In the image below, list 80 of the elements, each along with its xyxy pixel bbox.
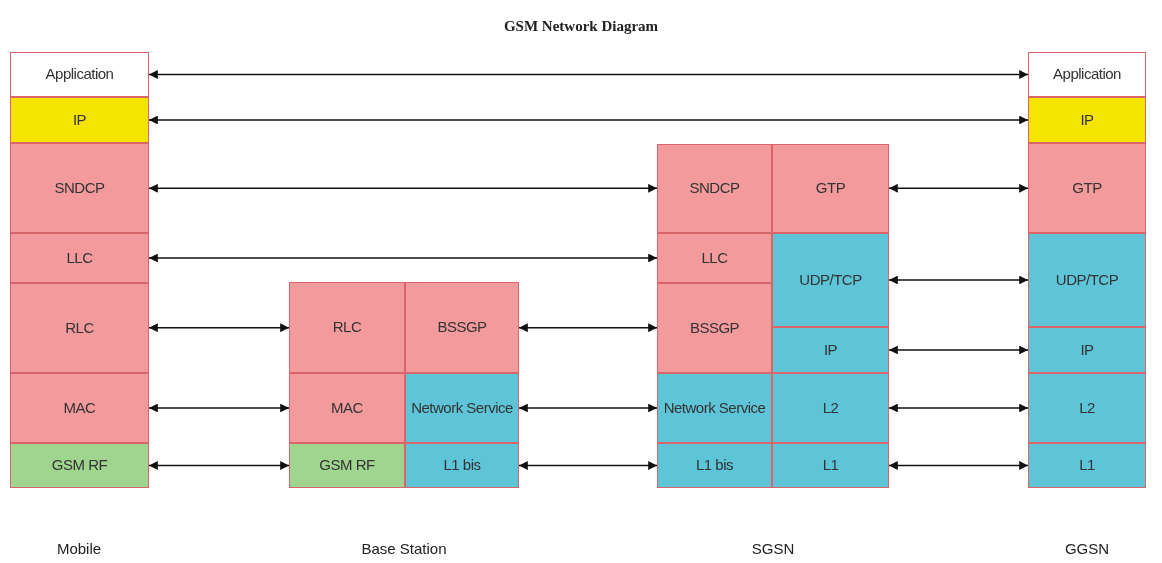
protocol-layer-box <box>1028 52 1146 97</box>
protocol-layer-box <box>657 443 772 488</box>
layer-label: SNDCP <box>54 178 105 198</box>
protocol-layer-box <box>405 282 519 373</box>
protocol-layer-box <box>10 97 149 143</box>
double-arrow <box>148 403 290 413</box>
protocol-layer-box <box>405 373 519 443</box>
layer-label: L2 <box>822 398 839 418</box>
protocol-layer-box <box>1028 143 1146 233</box>
layer-label: GTP <box>815 179 846 198</box>
layer-label: LLC <box>66 248 93 268</box>
layer-label: L2 <box>1079 398 1095 418</box>
layer-label: Application <box>45 65 114 84</box>
protocol-layer-box <box>405 443 519 488</box>
double-arrow <box>148 183 658 193</box>
layer-label: Network Service <box>411 398 513 418</box>
layer-label: L1 <box>822 456 839 475</box>
layer-label: L1 bis <box>443 456 481 475</box>
layer-label: IP <box>72 110 87 130</box>
layer-label: IP <box>1080 110 1094 130</box>
double-arrow <box>518 403 658 413</box>
protocol-layer-box <box>772 144 889 233</box>
layer-label: RLC <box>332 318 362 337</box>
protocol-layer-box <box>10 143 149 233</box>
protocol-layer-box <box>657 233 772 283</box>
double-arrow <box>888 183 1029 193</box>
layer-label: BSSGP <box>437 318 487 337</box>
protocol-layer-box <box>772 233 889 327</box>
double-arrow <box>518 461 658 470</box>
layer-label: MAC <box>331 398 363 418</box>
double-arrow <box>888 403 1029 413</box>
node-caption: GGSN <box>1064 540 1110 557</box>
double-arrow <box>148 253 658 263</box>
protocol-layer-box <box>289 373 405 443</box>
double-arrow <box>888 275 1029 285</box>
diagram-title: GSM Network Diagram <box>502 18 660 35</box>
protocol-layer-box <box>772 373 889 443</box>
layer-label: Application <box>1053 65 1121 84</box>
layer-label: LLC <box>701 248 728 268</box>
protocol-layer-box <box>10 373 149 443</box>
layer-label: L1 bis <box>696 456 733 475</box>
protocol-layer-box <box>1028 443 1146 488</box>
layer-label: IP <box>823 340 838 360</box>
protocol-layer-box <box>10 283 149 373</box>
protocol-layer-box <box>10 233 149 283</box>
protocol-layer-box <box>1028 233 1146 327</box>
layer-label: SNDCP <box>689 179 740 198</box>
protocol-layer-box <box>657 144 772 233</box>
protocol-layer-box <box>657 373 772 443</box>
layer-label: GSM RF <box>319 456 375 475</box>
layer-label: GTP <box>1072 178 1102 198</box>
double-arrow <box>518 323 658 333</box>
protocol-layer-box <box>10 52 149 97</box>
double-arrow <box>888 345 1029 355</box>
protocol-layer-box <box>657 283 772 373</box>
protocol-layer-box <box>289 282 405 373</box>
double-arrow <box>148 70 1029 79</box>
double-arrow <box>148 461 290 470</box>
layer-label: IP <box>1080 340 1094 360</box>
protocol-layer-box <box>1028 373 1146 443</box>
protocol-layer-box <box>772 443 889 488</box>
layer-label: L1 <box>1079 456 1095 475</box>
protocol-layer-box <box>1028 327 1146 373</box>
layer-label: GSM RF <box>51 456 108 475</box>
double-arrow <box>888 461 1029 470</box>
protocol-layer-box <box>772 327 889 373</box>
node-caption: Base Station <box>361 540 447 557</box>
double-arrow <box>148 115 1029 125</box>
layer-label: UDP/TCP <box>799 270 862 290</box>
protocol-layer-box <box>10 443 149 488</box>
node-caption: Mobile <box>56 540 102 557</box>
layer-label: UDP/TCP <box>1055 270 1119 290</box>
node-caption: SGSN <box>751 540 795 557</box>
layer-label: RLC <box>65 318 94 338</box>
layer-label: MAC <box>63 398 96 418</box>
protocol-layer-box <box>1028 97 1146 143</box>
layer-label: Network Service <box>663 398 766 418</box>
protocol-layer-box <box>289 443 405 488</box>
double-arrow <box>148 323 290 333</box>
layer-label: BSSGP <box>689 318 740 338</box>
